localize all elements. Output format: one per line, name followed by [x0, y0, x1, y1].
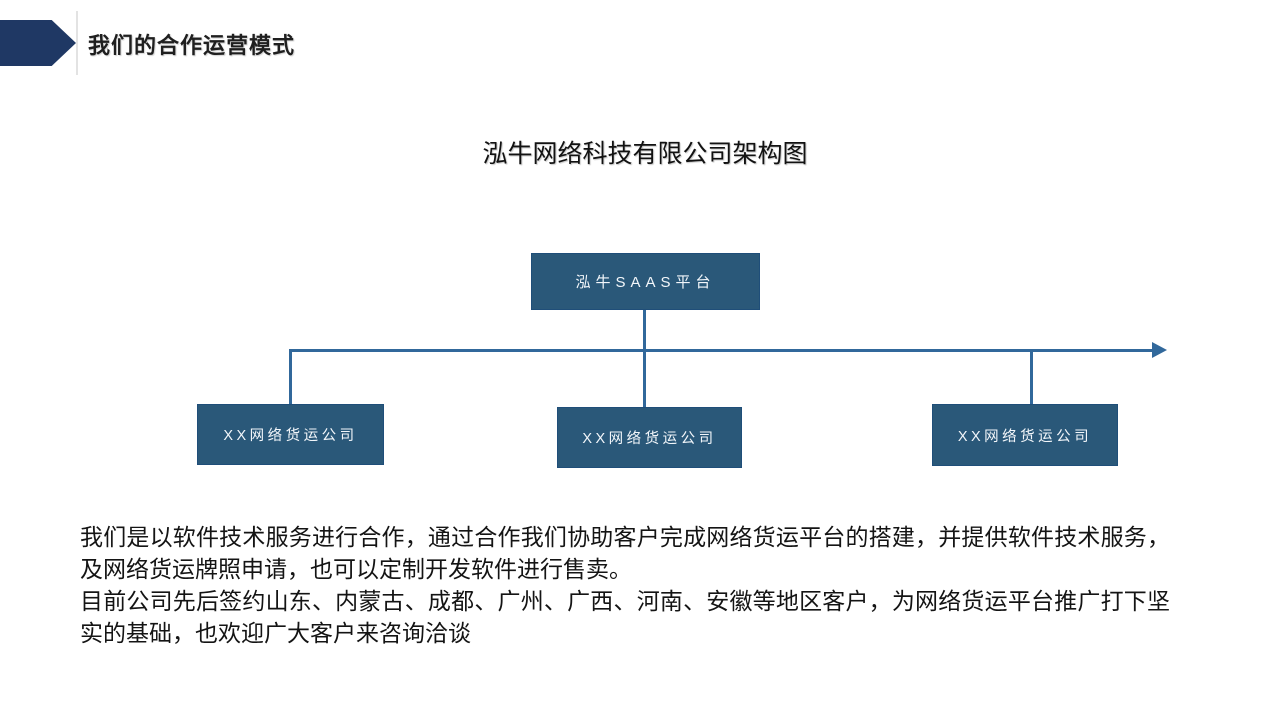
connector-root-stem — [643, 310, 646, 407]
connector-arrowhead-icon — [1152, 342, 1167, 358]
org-box-child-freight-company-2: XX网络货运公司 — [557, 407, 742, 468]
diagram-title: 泓牛网络科技有限公司架构图 — [482, 140, 808, 168]
body-paragraph-cooperation: 我们是以软件技术服务进行合作，通过合作我们协助客户完成网络货运平台的搭建，并提供… — [80, 524, 1170, 582]
header-arrow-icon — [0, 20, 76, 66]
org-box-child-freight-company-1: XX网络货运公司 — [197, 404, 384, 465]
org-box-root-saas-platform: 泓牛SAAS平台 — [531, 253, 760, 310]
connector-drop-left — [289, 349, 292, 404]
connector-drop-right — [1030, 349, 1033, 404]
org-box-child-freight-company-3: XX网络货运公司 — [932, 404, 1118, 466]
body-text-block: 我们是以软件技术服务进行合作，通过合作我们协助客户完成网络货运平台的搭建，并提供… — [80, 521, 1170, 649]
slide-header-title: 我们的合作运营模式 — [88, 33, 296, 58]
header-divider — [76, 11, 78, 75]
connector-horizontal — [289, 349, 1156, 352]
body-paragraph-clients: 目前公司先后签约山东、内蒙古、成都、广州、广西、河南、安徽等地区客户，为网络货运… — [80, 588, 1170, 646]
